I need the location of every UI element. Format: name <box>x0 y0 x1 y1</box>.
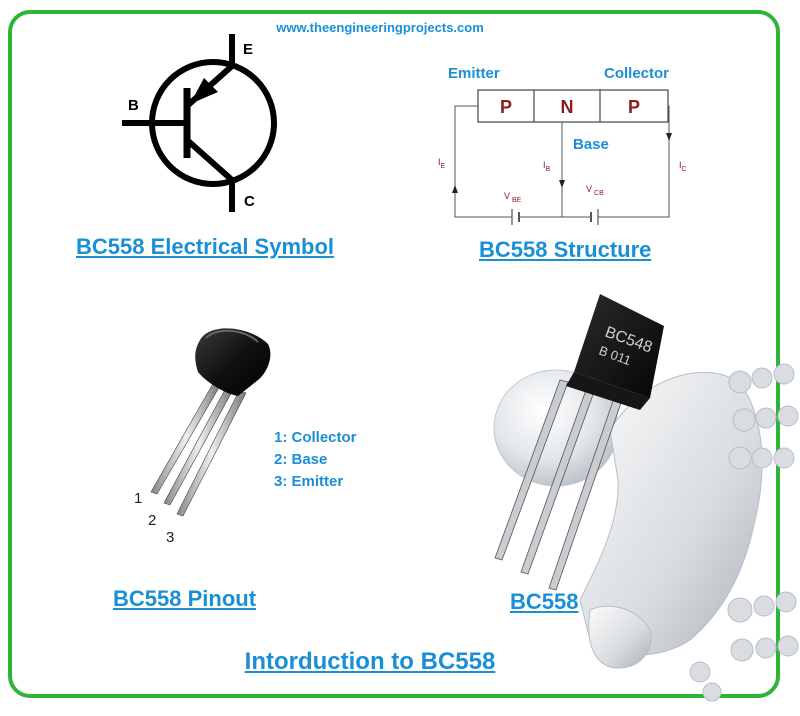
pin-list-item: 2: Base <box>274 451 328 468</box>
photo-caption: BC558 <box>510 589 579 614</box>
main-title: Intorduction to BC558 <box>244 648 496 675</box>
structure-caption: BC558 Structure <box>479 237 652 262</box>
website-url: www.theengineeringprojects.com <box>276 20 484 35</box>
page-frame <box>8 10 780 698</box>
symbol-caption: BC558 Electrical Symbol <box>76 234 335 259</box>
pin-list-item: 1: Collector <box>274 429 357 446</box>
pin-list-item: 3: Emitter <box>274 473 344 490</box>
pinout-caption: BC558 Pinout <box>113 586 257 611</box>
pin-list: 1: Collector 2: Base 3: Emitter <box>274 427 357 493</box>
